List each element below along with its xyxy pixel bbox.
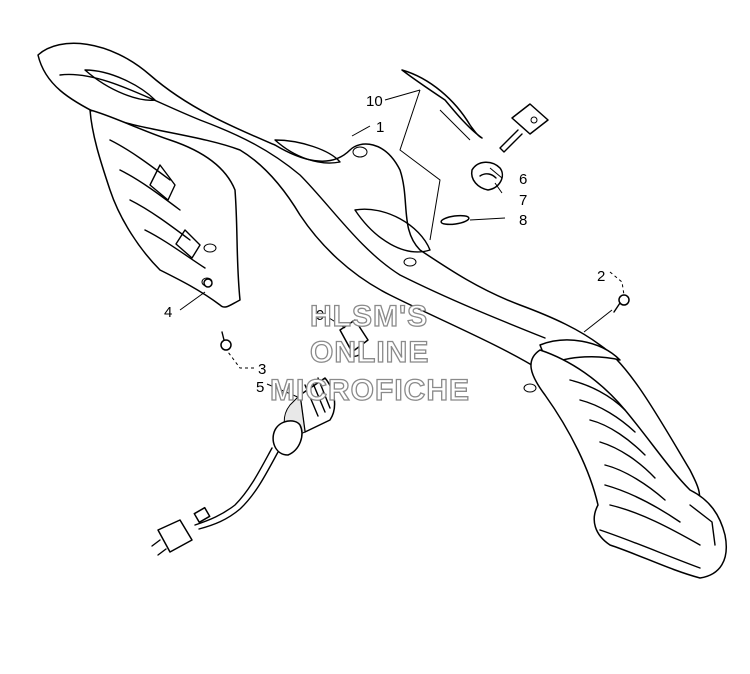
callout-3: 3 — [258, 361, 266, 378]
decal-part-10 — [401, 69, 483, 139]
right-grille-bracket — [523, 349, 727, 579]
key-switch-boot-part-7 — [470, 161, 504, 191]
callout-4: 4 — [164, 304, 172, 321]
screw-part-3 — [220, 331, 232, 351]
callout-8: 8 — [519, 212, 527, 229]
nut-part-4 — [203, 278, 213, 288]
callout-7: 7 — [519, 192, 527, 209]
callout-labels: 1 2 3 4 5 6 7 8 9 10 — [164, 93, 605, 396]
callout-6: 6 — [519, 171, 527, 188]
callout-1: 1 — [376, 119, 384, 136]
watermark-line-3: MICROFICHE — [270, 374, 470, 407]
cap-part-9 — [339, 319, 369, 357]
callout-9: 9 — [316, 307, 324, 324]
watermark: HLSM'S ONLINE MICROFICHE — [269, 299, 470, 407]
callout-10: 10 — [366, 93, 383, 110]
left-support-bracket — [89, 109, 241, 308]
ignition-switch-part-5 — [151, 377, 336, 556]
callout-2: 2 — [597, 268, 605, 285]
washer-part-8 — [440, 214, 470, 226]
screw-part-2 — [613, 294, 630, 313]
leader-lines — [179, 89, 625, 399]
ignition-key — [499, 103, 549, 153]
callout-5: 5 — [256, 379, 264, 396]
watermark-line-1: HLSM'S — [310, 300, 428, 333]
watermark-line-2: ONLINE — [310, 336, 429, 369]
